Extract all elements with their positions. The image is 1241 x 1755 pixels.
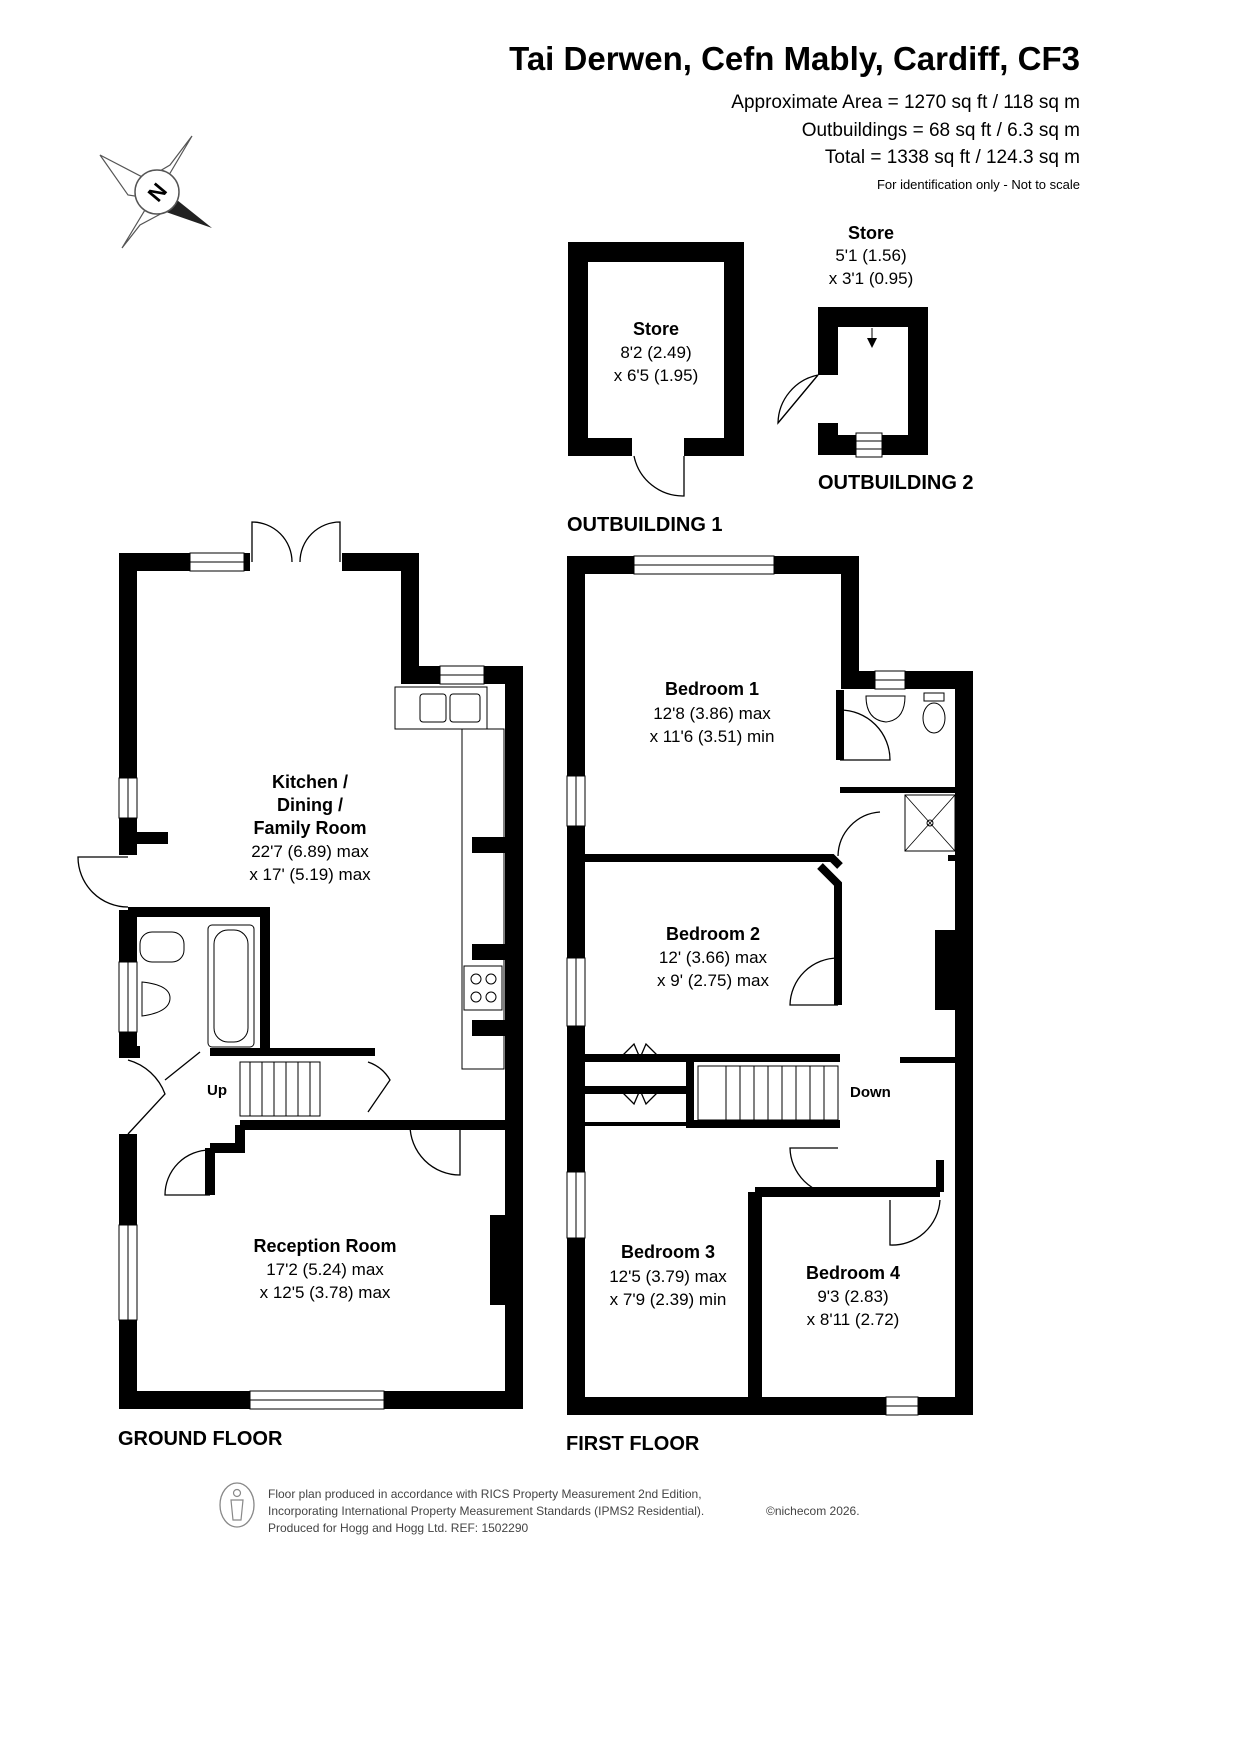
reception-room-name: Reception Room <box>253 1236 396 1256</box>
kitchen-name-line3: Family Room <box>253 818 366 838</box>
bedroom-2-dim2: x 9' (2.75) max <box>657 971 769 990</box>
bedroom-4-name: Bedroom 4 <box>806 1263 900 1283</box>
outbuilding-2-room-dim1: 5'1 (1.56) <box>835 246 906 265</box>
property-title: Tai Derwen, Cefn Mably, Cardiff, CF3 <box>509 40 1080 77</box>
bedroom-2-name: Bedroom 2 <box>666 924 760 944</box>
footer-line-2: Incorporating International Property Mea… <box>268 1504 704 1518</box>
bedroom-4-dim2: x 8'11 (2.72) <box>807 1310 900 1329</box>
bedroom-2-dim1: 12' (3.66) max <box>659 948 768 967</box>
compass-icon: N <box>99 135 212 249</box>
ground-floor-plan <box>77 521 523 1410</box>
first-floor-label: FIRST FLOOR <box>566 1433 700 1455</box>
first-floor-plan <box>566 555 973 1416</box>
up-label: Up <box>207 1082 227 1099</box>
bedroom-1-dim2: x 11'6 (3.51) min <box>650 727 775 746</box>
ground-floor-label: GROUND FLOOR <box>118 1428 283 1450</box>
footer-copyright: ©nichecom 2026. <box>766 1504 860 1518</box>
bedroom-1-dim1: 12'8 (3.86) max <box>653 704 771 723</box>
bedroom-3-dim2: x 7'9 (2.39) min <box>610 1290 727 1309</box>
kitchen-name-line1: Kitchen / <box>272 772 348 792</box>
total-area: Total = 1338 sq ft / 124.3 sq m <box>825 147 1080 168</box>
floor-plan-canvas: Tai Derwen, Cefn Mably, Cardiff, CF3 App… <box>77 40 1080 1535</box>
outbuilding-1-room-dim2: x 6'5 (1.95) <box>614 366 699 385</box>
kitchen-dim2: x 17' (5.19) max <box>249 865 371 884</box>
reception-room-dim1: 17'2 (5.24) max <box>266 1260 384 1279</box>
person-icon <box>219 1482 255 1528</box>
footer-line-3: Produced for Hogg and Hogg Ltd. REF: 150… <box>268 1521 529 1535</box>
outbuilding-1-room-dim1: 8'2 (2.49) <box>620 343 691 362</box>
approximate-area: Approximate Area = 1270 sq ft / 118 sq m <box>731 92 1080 113</box>
outbuilding-1-room-name: Store <box>633 319 679 339</box>
bedroom-3-dim1: 12'5 (3.79) max <box>609 1267 727 1286</box>
footer-line-1: Floor plan produced in accordance with R… <box>268 1487 702 1501</box>
outbuilding-2-plan <box>777 307 928 458</box>
kitchen-name-line2: Dining / <box>277 795 343 815</box>
reception-room-dim2: x 12'5 (3.78) max <box>260 1283 391 1302</box>
bedroom-3-name: Bedroom 3 <box>621 1242 715 1262</box>
outbuildings-area: Outbuildings = 68 sq ft / 6.3 sq m <box>802 120 1080 141</box>
bedroom-1-name: Bedroom 1 <box>665 679 759 699</box>
kitchen-dim1: 22'7 (6.89) max <box>251 842 369 861</box>
disclaimer: For identification only - Not to scale <box>877 177 1080 192</box>
outbuilding-1-label: OUTBUILDING 1 <box>567 514 723 536</box>
down-label: Down <box>850 1084 891 1101</box>
outbuilding-1-plan: Store 8'2 (2.49) x 6'5 (1.95) <box>568 242 744 497</box>
outbuilding-2-label: OUTBUILDING 2 <box>818 472 974 494</box>
bedroom-4-dim1: 9'3 (2.83) <box>817 1287 888 1306</box>
outbuilding-2-room-dim2: x 3'1 (0.95) <box>829 269 914 288</box>
outbuilding-2-room-name: Store <box>848 223 894 243</box>
